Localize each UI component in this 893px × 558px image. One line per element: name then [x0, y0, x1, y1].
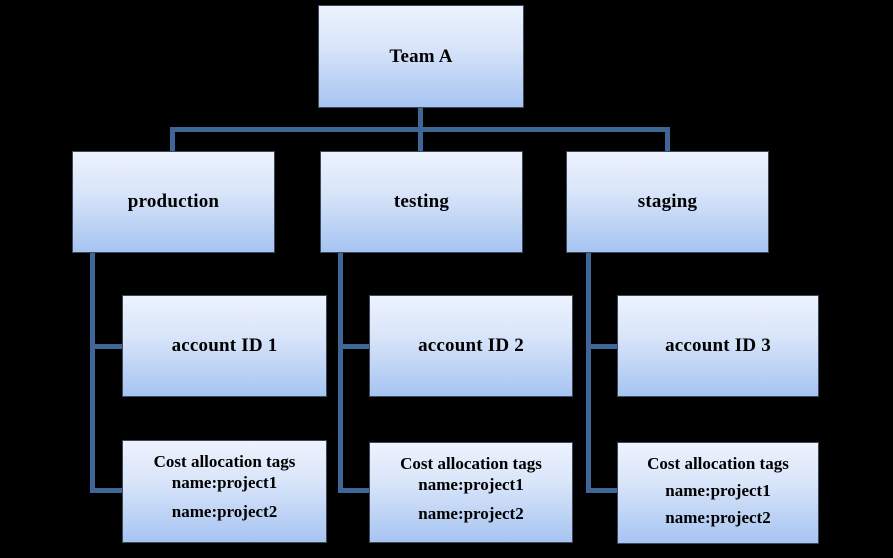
org-node-account-3-label: account ID 3 — [665, 335, 771, 356]
cost-tags-title: Cost allocation tags — [647, 454, 789, 473]
connector-testing-account-stub — [338, 344, 370, 349]
org-node-production: production — [72, 151, 275, 253]
connector-testing-vertical — [338, 252, 343, 493]
connector-staging-vertical — [586, 252, 591, 493]
org-node-staging-label: staging — [637, 191, 698, 212]
org-node-staging: staging — [566, 151, 769, 253]
cost-tag-item: name:project1 — [418, 474, 524, 494]
org-node-account-1: account ID 1 — [122, 295, 327, 397]
connector-staging-account-stub — [586, 344, 618, 349]
cost-tags-title: Cost allocation tags — [153, 452, 296, 471]
org-node-root: Team A — [318, 5, 524, 108]
connector-drop-production — [170, 127, 175, 152]
cost-tag-item: name:project1 — [171, 472, 278, 492]
org-node-production-label: production — [127, 191, 220, 212]
cost-tag-item: name:project2 — [171, 502, 278, 522]
cost-tag-item: name:project1 — [665, 480, 771, 500]
org-node-account-2: account ID 2 — [369, 295, 573, 397]
org-node-root-label: Team A — [389, 45, 453, 67]
connector-production-vertical — [90, 252, 95, 493]
cost-tag-item: name:project2 — [418, 504, 524, 524]
org-node-account-3: account ID 3 — [617, 295, 819, 397]
org-node-cost-tags-1: Cost allocation tags name:project1 name:… — [122, 440, 327, 543]
connector-root-drop — [418, 107, 423, 128]
org-node-testing: testing — [320, 151, 523, 253]
connector-drop-testing — [418, 127, 423, 152]
org-node-cost-tags-2: Cost allocation tags name:project1 name:… — [369, 442, 573, 543]
connector-production-account-stub — [90, 344, 123, 349]
org-node-account-1-label: account ID 1 — [171, 335, 278, 356]
org-node-account-2-label: account ID 2 — [418, 335, 524, 356]
connector-testing-tags-stub — [338, 488, 370, 493]
connector-drop-staging — [665, 127, 670, 152]
connector-production-tags-stub — [90, 488, 123, 493]
cost-tag-item: name:project2 — [665, 508, 771, 528]
org-node-testing-label: testing — [393, 191, 450, 212]
cost-tags-title: Cost allocation tags — [400, 454, 542, 473]
connector-staging-tags-stub — [586, 488, 618, 493]
org-node-cost-tags-3: Cost allocation tags name:project1 name:… — [617, 442, 819, 544]
